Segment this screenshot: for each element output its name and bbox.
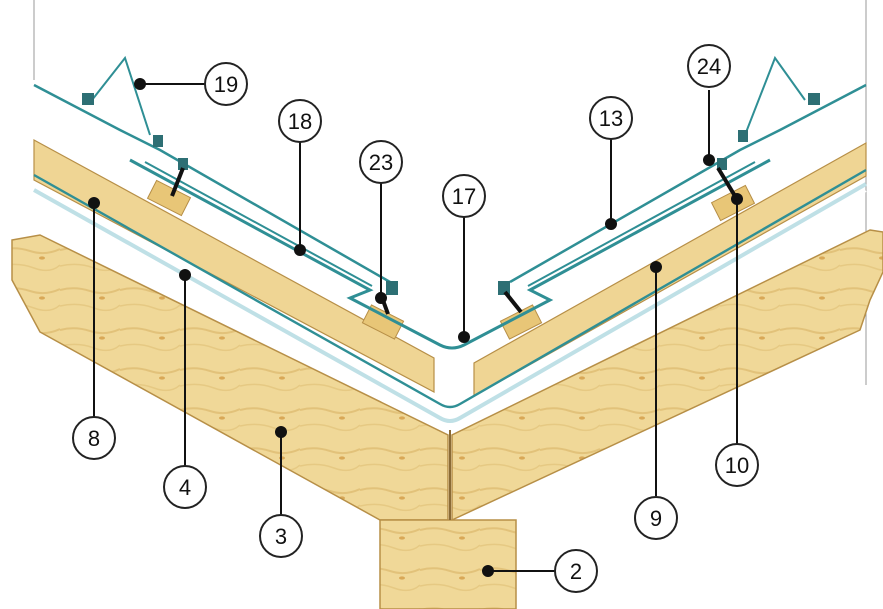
callout-10: 10: [715, 443, 759, 487]
callout-23-label: 23: [369, 150, 393, 175]
callout-17: 17: [442, 174, 486, 218]
callout-19-label: 19: [214, 72, 238, 97]
screw-left-upper: [170, 167, 185, 197]
callout-8: 8: [72, 416, 116, 460]
roof-sheet-right: [509, 83, 867, 284]
screw-right-lower: [503, 290, 523, 314]
clip-left-b: [178, 158, 188, 170]
callout-13-label: 13: [599, 106, 623, 131]
callout-4-label: 4: [179, 475, 191, 500]
callout-23: 23: [359, 140, 403, 184]
rafter-right: [451, 229, 883, 522]
clip-23: [386, 281, 398, 295]
leader-lines: [93, 83, 738, 572]
leader-dots: [88, 78, 743, 577]
standing-seam-right: [744, 55, 806, 136]
callout-13: 13: [589, 96, 633, 140]
clip-19-right: [808, 93, 820, 105]
clip-24: [717, 158, 727, 170]
valley-gutter-inner: [144, 161, 756, 287]
callout-9: 9: [634, 496, 678, 540]
callout-24-label: 24: [697, 54, 721, 79]
board-left: [33, 138, 435, 393]
callout-17-label: 17: [452, 184, 476, 209]
callout-19: 19: [204, 62, 248, 106]
clip-right-a: [738, 130, 748, 142]
callout-18-label: 18: [288, 109, 312, 134]
callout-18: 18: [278, 99, 322, 143]
callout-4: 4: [163, 465, 207, 509]
valley-gutter: [129, 158, 771, 350]
callout-8-label: 8: [88, 426, 100, 451]
callout-3: 3: [259, 514, 303, 558]
batten-right-lower: [499, 304, 543, 340]
screw-10: [716, 166, 737, 198]
underlay-layer: [33, 168, 867, 409]
callout-3-label: 3: [275, 524, 287, 549]
callout-2: 2: [554, 549, 598, 593]
clip-19-left: [82, 93, 94, 105]
standing-seam-left: [91, 55, 151, 136]
clip-left-a: [153, 135, 163, 147]
callout-2-label: 2: [570, 559, 582, 584]
underlay-layer-lower: [33, 182, 867, 423]
callout-24: 24: [687, 44, 731, 88]
support-post: [379, 519, 517, 609]
callout-9-label: 9: [650, 506, 662, 531]
roof-sheet-left: [33, 83, 391, 284]
underlay-layer-edge: [33, 190, 867, 430]
callout-10-label: 10: [725, 453, 749, 478]
